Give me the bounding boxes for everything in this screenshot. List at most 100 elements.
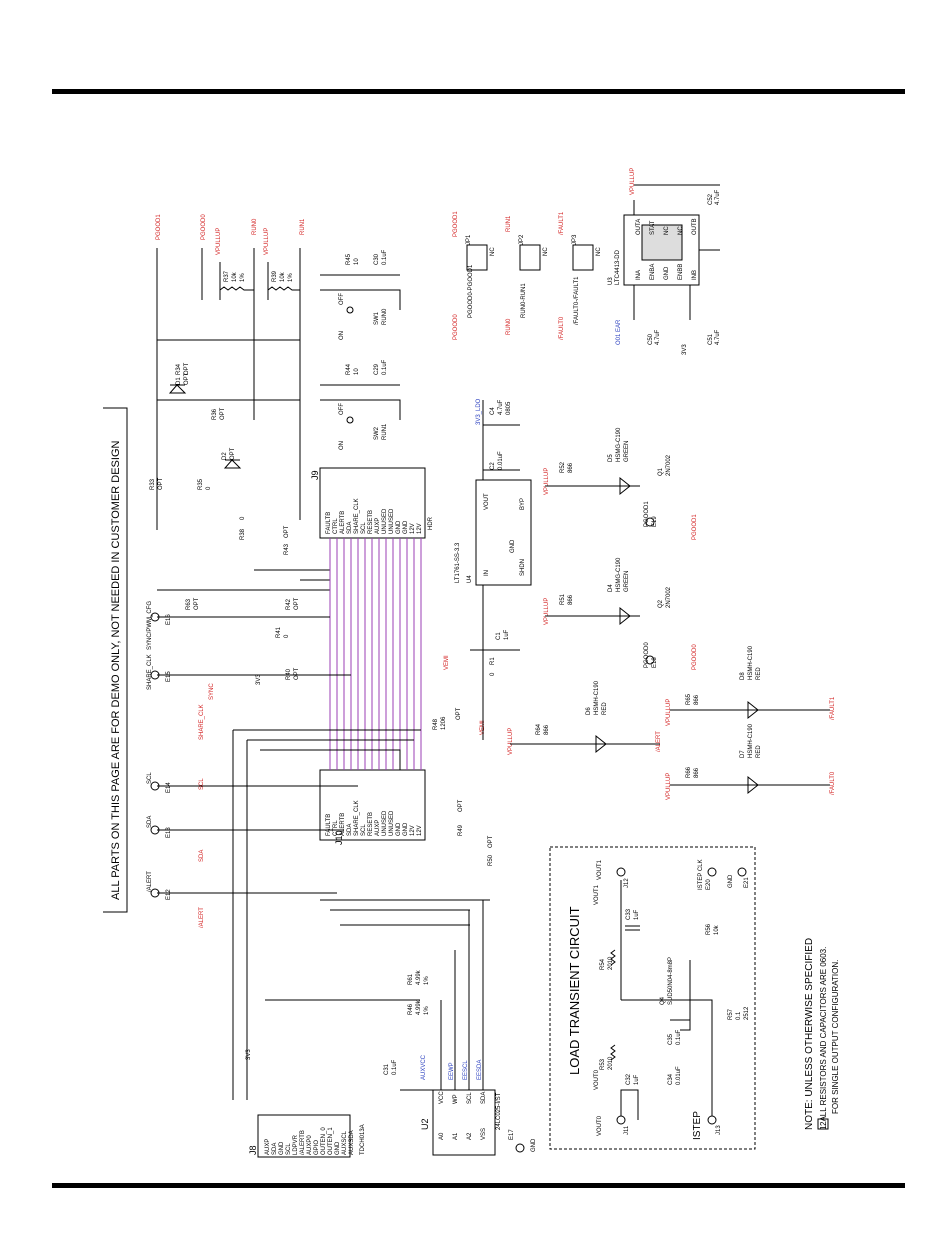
svg-text:C35: C35: [668, 1033, 674, 1045]
svg-text:OPT: OPT: [458, 799, 464, 812]
svg-text:R66: R66: [686, 766, 692, 778]
svg-text:R45: R45: [346, 253, 352, 265]
j8-pin-label: GND: [335, 1141, 341, 1155]
svg-text:GND: GND: [510, 539, 516, 553]
j9-pin-label: UNUSED: [389, 508, 395, 534]
banner-text: ALL PARTS ON THIS PAGE ARE FOR DEMO ONLY…: [110, 440, 122, 900]
svg-text:E14: E14: [166, 782, 172, 793]
svg-text:VPULLUP: VPULLUP: [264, 228, 270, 255]
svg-text:2N7002: 2N7002: [666, 586, 672, 608]
svg-text:VOUT1: VOUT1: [594, 884, 600, 905]
svg-text:R46: R46: [408, 1003, 414, 1015]
svg-text:E12: E12: [166, 889, 172, 900]
svg-text:PGOOD1: PGOOD1: [644, 501, 650, 527]
svg-text:1%: 1%: [288, 273, 294, 282]
svg-text:1206: 1206: [441, 716, 447, 730]
svg-text:EESCL: EESCL: [463, 1060, 469, 1080]
j10-pin-label: ALERTB: [340, 813, 346, 836]
svg-text:0.1uF: 0.1uF: [676, 1029, 682, 1045]
svg-text:PGOOD0: PGOOD0: [644, 642, 650, 668]
svg-text:R44: R44: [346, 363, 352, 375]
j9-pin-label: CTRL: [333, 518, 339, 534]
test-terminals: /ALERT E12 /ALERT SDA E13 SDA SCL E14 SC…: [147, 601, 215, 928]
svg-text:ON: ON: [339, 441, 345, 450]
svg-text:J10: J10: [334, 830, 344, 845]
svg-text:4.7uF: 4.7uF: [655, 329, 661, 345]
svg-text:WP: WP: [453, 1094, 459, 1104]
svg-text:PGOOD0: PGOOD0: [453, 314, 459, 340]
svg-text:10: 10: [354, 258, 360, 265]
svg-text:A1: A1: [453, 1132, 459, 1140]
svg-text:/ALERT: /ALERT: [147, 871, 153, 892]
notes-block: NOTE: UNLESS OTHERWISE SPECIFIED 1. ALL …: [804, 938, 840, 1130]
demo-banner: ALL PARTS ON THIS PAGE ARE FOR DEMO ONLY…: [103, 407, 128, 913]
svg-text:E18: E18: [652, 657, 658, 668]
svg-text:SHDN: SHDN: [520, 559, 526, 576]
svg-text:2010: 2010: [608, 956, 614, 970]
svg-text:/FAULT1: /FAULT1: [830, 696, 836, 720]
load-transient-title: LOAD TRANSIENT CIRCUIT: [567, 906, 582, 1075]
svg-text:1uF: 1uF: [504, 629, 510, 640]
j8-pin-label: AUXP0: [307, 1135, 313, 1155]
j8-pin-label: SCL: [286, 1143, 292, 1155]
svg-text:GREEN: GREEN: [624, 441, 630, 462]
svg-text:D2: D2: [222, 452, 228, 460]
svg-text:VOUT0: VOUT0: [594, 1069, 600, 1090]
svg-text:PGOOD1: PGOOD1: [692, 514, 698, 540]
svg-text:0.1: 0.1: [736, 1011, 742, 1020]
svg-text:RUN1: RUN1: [506, 215, 512, 232]
svg-text:/FAULT0-/FAULT1: /FAULT0-/FAULT1: [574, 276, 580, 325]
j9-pin-label: 12V: [417, 523, 423, 534]
svg-text:BYP: BYP: [520, 498, 526, 510]
j10-pin-label: RESETB: [368, 812, 374, 836]
svg-text:OPT: OPT: [294, 667, 300, 680]
e17-terminal-icon: [515, 1143, 525, 1153]
svg-text:NC: NC: [664, 226, 670, 235]
svg-text:R63: R63: [186, 598, 192, 610]
svg-text:R1: R1: [490, 657, 496, 665]
svg-text:C1: C1: [496, 632, 502, 640]
svg-text:SHARE_CLK: SHARE_CLK: [147, 654, 153, 690]
svg-text:PGOOD1: PGOOD1: [156, 214, 162, 240]
svg-text:OPT: OPT: [194, 597, 200, 610]
u3-ideal-diode: U3 LTC4413-DD INA ENBA GND ENBB INB OUTB…: [608, 168, 721, 355]
svg-text:INB: INB: [692, 270, 698, 280]
svg-text:A0: A0: [439, 1132, 445, 1140]
svg-text:VOUT1: VOUT1: [597, 859, 603, 880]
svg-text:D6: D6: [586, 707, 592, 715]
svg-text:RUN0: RUN0: [252, 218, 258, 235]
svg-text:R38: R38: [240, 528, 246, 540]
j11-connector-icon: [616, 1115, 626, 1125]
svg-text:Q1: Q1: [658, 467, 664, 476]
svg-text:PGOOD0-PGOOD1: PGOOD0-PGOOD1: [468, 264, 474, 318]
svg-text:PGOOD0: PGOOD0: [692, 644, 698, 670]
j8-pin-label: AUXSDA: [349, 1130, 355, 1155]
svg-text:R65: R65: [686, 693, 692, 705]
svg-text:E13: E13: [166, 827, 172, 838]
j9-pin-label: AUXP: [375, 518, 381, 534]
u2-eeprom: U2 24LC025-I/ST A0 A1 A2 VSS VCC WP SCL …: [384, 900, 537, 1156]
svg-text:RED: RED: [756, 667, 762, 680]
j9-pin-label: SCL: [361, 522, 367, 534]
svg-text:RUN1: RUN1: [300, 218, 306, 235]
notes-line2: FOR SINGLE OUTPUT CONFIGURATION.: [831, 960, 840, 1114]
j9-pin-label: GND: [403, 520, 409, 534]
svg-text:/FAULT0: /FAULT0: [559, 316, 565, 340]
svg-text:R61: R61: [408, 973, 414, 985]
svg-text:D4: D4: [608, 584, 614, 592]
svg-text:R53: R53: [600, 1058, 606, 1070]
j10-pin-label: GND: [403, 822, 409, 836]
svg-text:J12: J12: [624, 878, 630, 888]
svg-text:866: 866: [568, 594, 574, 605]
svg-text:OPT: OPT: [184, 362, 190, 375]
svg-text:866: 866: [544, 724, 550, 735]
svg-text:SCL: SCL: [199, 778, 205, 790]
svg-text:10k: 10k: [280, 271, 286, 282]
svg-text:VPULLUP: VPULLUP: [544, 598, 550, 625]
svg-text:IN: IN: [484, 570, 490, 576]
svg-text:C50: C50: [648, 333, 654, 345]
svg-text:HSMH-C190: HSMH-C190: [748, 723, 754, 758]
svg-text:SUD50N04-8m8P: SUD50N04-8m8P: [668, 957, 674, 1005]
j10-pin-label: UNUSED: [389, 810, 395, 836]
